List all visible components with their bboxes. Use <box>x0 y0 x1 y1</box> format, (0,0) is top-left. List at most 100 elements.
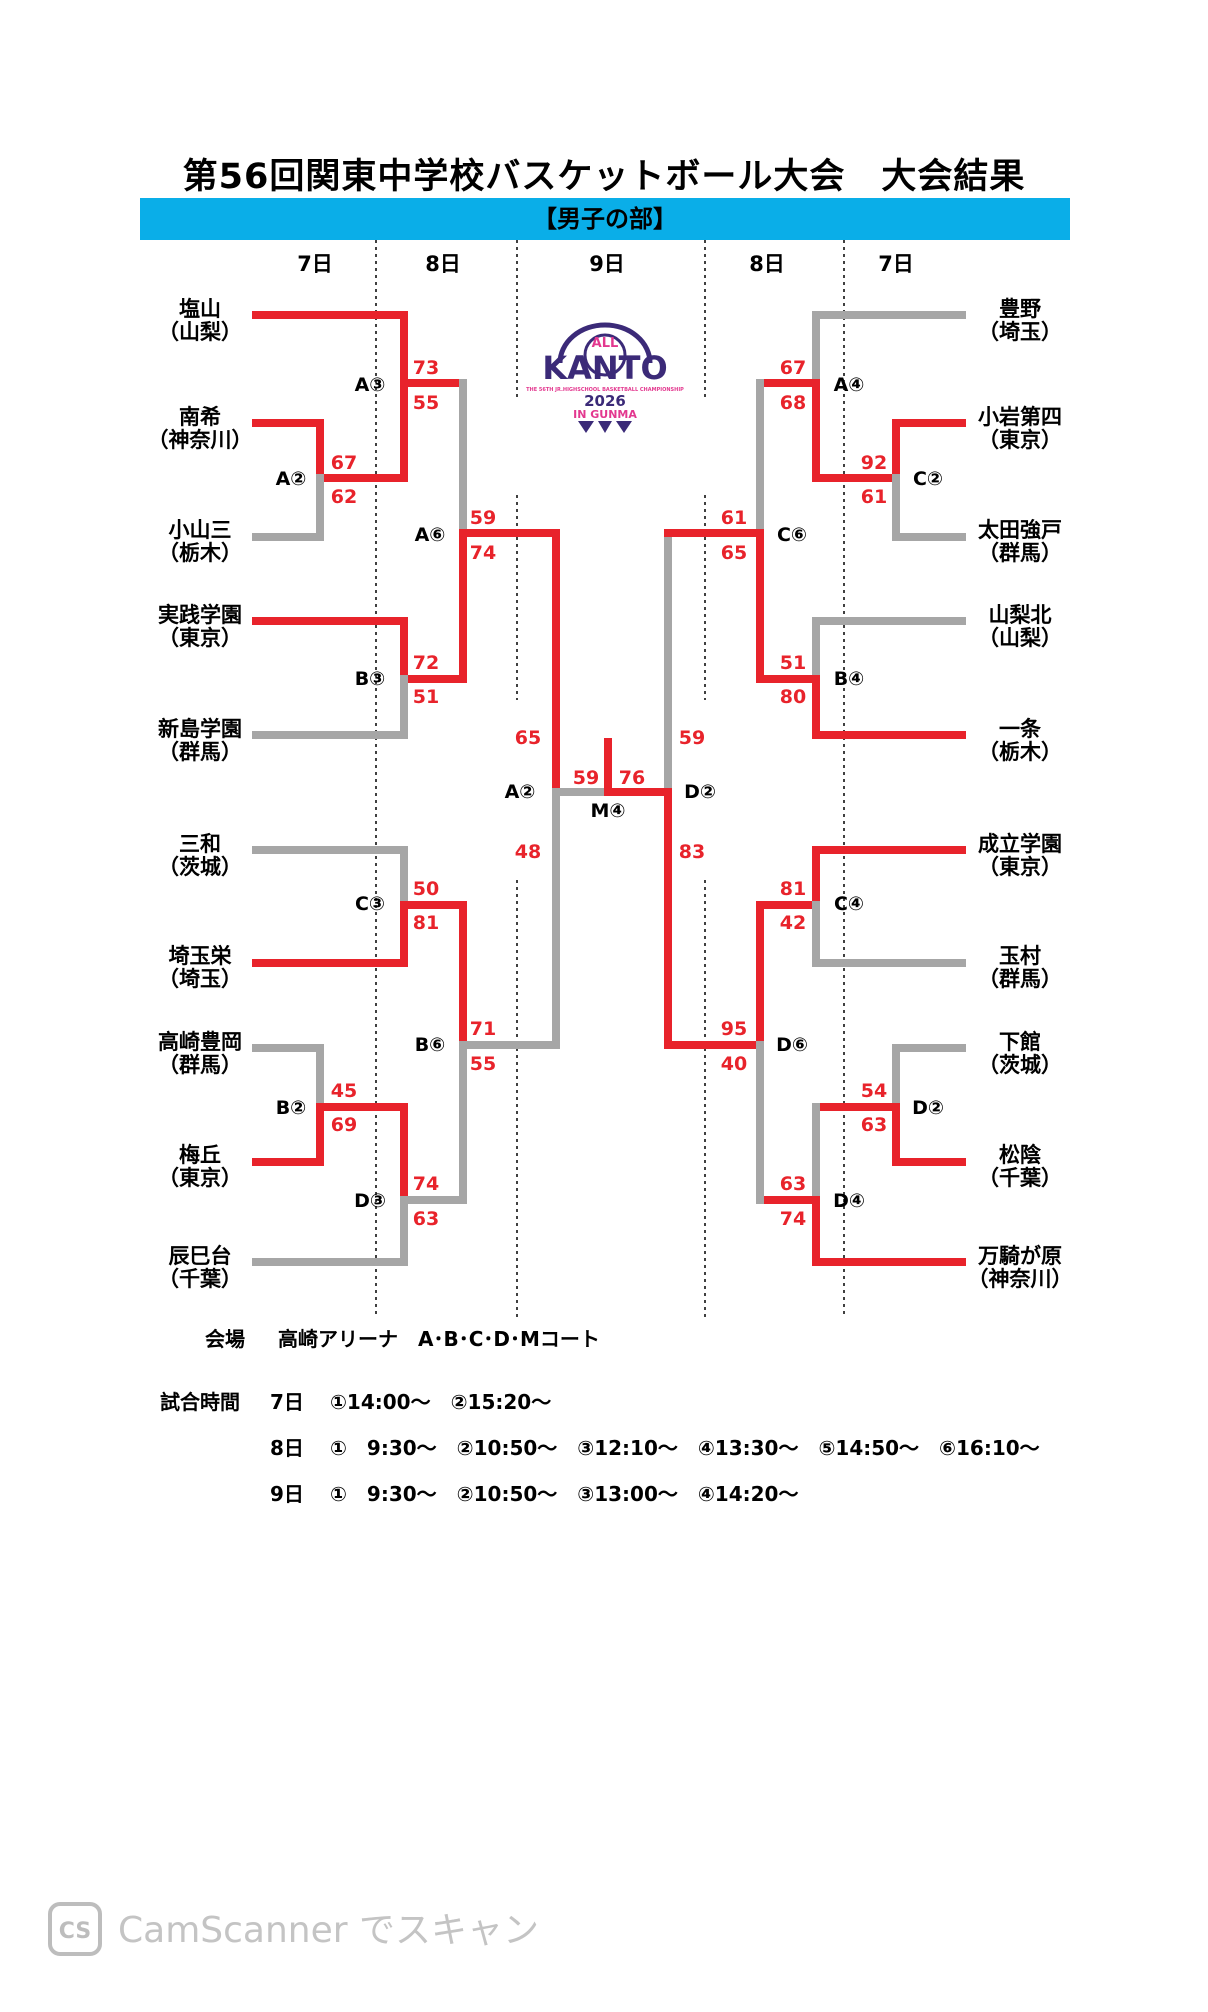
team-left-1: 塩山（山梨） <box>158 297 242 344</box>
times-row-8: ① 9:30～ ②10:50～ ③12:10～ ④13:30～ ⑤14:50～ … <box>330 1436 1040 1460</box>
team-right-10: 万騎が原（神奈川） <box>967 1244 1073 1291</box>
game-label-d3: D③ <box>354 1190 386 1212</box>
score-d4-top: 63 <box>779 1173 807 1195</box>
score-b3-top: 72 <box>412 652 440 674</box>
line-right-a4-win <box>756 379 820 482</box>
score-c6-bottom: 65 <box>720 542 748 564</box>
team-left-6: 三和（茨城） <box>158 832 242 879</box>
day-header-8-right: 8日 <box>749 252 785 276</box>
score-a4-top: 67 <box>779 357 807 379</box>
day-header-7-right: 7日 <box>878 252 914 276</box>
game-label-b3: B③ <box>354 668 386 690</box>
score-c6-top: 61 <box>720 507 748 529</box>
times-day-7: 7日 <box>270 1390 304 1414</box>
camscanner-icon: CS <box>59 1919 91 1944</box>
venue-label: 会場 <box>205 1327 245 1351</box>
team-right-5: 一条（栃木） <box>978 717 1062 764</box>
game-label-d4: D④ <box>833 1190 865 1212</box>
game-label-c2: C② <box>912 468 944 490</box>
score-a2-left-top: 67 <box>330 452 358 474</box>
times-row-9: ① 9:30～ ②10:50～ ③13:00～ ④14:20～ <box>330 1482 799 1506</box>
score-a2-semi-bottom: 48 <box>514 841 542 863</box>
team-right-3: 太田強戸（群馬） <box>978 518 1062 565</box>
team-left-5: 新島学園（群馬） <box>158 717 242 764</box>
score-d6-top: 95 <box>720 1018 748 1040</box>
score-d3-bottom: 63 <box>412 1208 440 1230</box>
line-right-ichijo <box>812 675 966 739</box>
game-label-b2: B② <box>275 1097 307 1119</box>
times-row-7: ①14:00～ ②15:20～ <box>330 1390 552 1414</box>
score-c4-top: 81 <box>779 878 807 900</box>
line-left-saitamasakae <box>252 901 467 1049</box>
line-left-sanwa <box>252 846 408 909</box>
score-a3-top: 73 <box>412 357 440 379</box>
line-right-c6b <box>756 529 820 683</box>
line-right-shoin <box>812 1103 966 1166</box>
team-right-1: 豊野（埼玉） <box>978 297 1062 344</box>
game-label-m4: M④ <box>590 800 626 822</box>
score-d4-bottom: 74 <box>779 1208 807 1230</box>
page-title: 第56回関東中学校バスケットボール大会 大会結果 <box>182 157 1026 197</box>
day-header-9: 9日 <box>589 252 625 276</box>
team-right-8: 下館（茨城） <box>978 1030 1062 1077</box>
line-right-tamamura <box>812 901 966 967</box>
score-a6-bottom: 74 <box>469 542 497 564</box>
score-b2-bottom: 69 <box>330 1114 358 1136</box>
line-right-yamanashi <box>812 617 966 683</box>
score-a6-top: 59 <box>469 507 497 529</box>
team-right-4: 山梨北（山梨） <box>978 603 1062 650</box>
score-b4-bottom: 80 <box>779 686 807 708</box>
game-label-a3: A③ <box>354 374 386 396</box>
game-label-a2-semi: A② <box>504 781 536 803</box>
score-c2-top: 92 <box>860 452 888 474</box>
score-b3-bottom: 51 <box>412 686 440 708</box>
score-d2-semi-top: 59 <box>678 727 706 749</box>
score-c4-bottom: 42 <box>779 912 807 934</box>
score-a2-semi-top: 65 <box>514 727 542 749</box>
logo-text-championship: THE 56TH JR.HIGHSCHOOL BASKETBALL CHAMPI… <box>526 387 684 393</box>
venue-text: 高崎アリーナ A･B･C･D･Mコート <box>278 1327 600 1351</box>
game-label-a2-left: A② <box>275 468 307 490</box>
score-b2-top: 45 <box>330 1080 358 1102</box>
score-a3-bottom: 55 <box>412 392 440 414</box>
score-m4-left: 59 <box>572 767 600 789</box>
day-header-8-left: 8日 <box>425 252 461 276</box>
team-right-7: 玉村（群馬） <box>978 944 1062 991</box>
team-left-8: 高崎豊岡（群馬） <box>158 1030 242 1077</box>
team-left-7: 埼玉栄（埼玉） <box>158 944 242 991</box>
game-label-d2-right: D② <box>912 1097 944 1119</box>
day-header-7-left: 7日 <box>297 252 333 276</box>
score-d2-right-bottom: 63 <box>860 1114 888 1136</box>
camscanner-watermark: CS CamScanner でスキャン <box>48 1902 539 1956</box>
line-right-semi-b <box>664 788 764 1049</box>
game-label-a6: A⑥ <box>414 524 446 546</box>
times-day-8: 8日 <box>270 1436 304 1460</box>
line-left-a6 <box>459 529 560 796</box>
line-left-d3-out <box>400 1041 467 1204</box>
game-label-c3: C③ <box>354 893 386 915</box>
logo-text-kanto: KANTO <box>542 349 667 387</box>
score-d6-bottom: 40 <box>720 1053 748 1075</box>
score-d2-semi-bottom: 83 <box>678 841 706 863</box>
all-kanto-logo: ALL KANTO THE 56TH JR.HIGHSCHOOL BASKETB… <box>526 322 684 433</box>
logo-text-all: ALL <box>592 336 619 351</box>
line-right-koiwa <box>812 419 966 482</box>
line-left-b6 <box>459 788 560 1049</box>
game-label-d6: D⑥ <box>776 1034 808 1056</box>
division-banner <box>140 198 1070 240</box>
bracket-lines <box>252 240 966 1318</box>
score-b6-top: 71 <box>469 1018 497 1040</box>
team-left-9: 梅丘（東京） <box>158 1143 242 1190</box>
logo-text-gunma: IN GUNMA <box>573 408 637 421</box>
line-right-shimodate <box>892 1044 966 1111</box>
game-label-d2-semi: D② <box>684 781 716 803</box>
line-right-toyono <box>812 311 966 387</box>
score-m4-right: 76 <box>618 767 646 789</box>
game-label-c4: C④ <box>833 893 865 915</box>
score-a4-bottom: 68 <box>779 392 807 414</box>
line-right-makigahara <box>756 1196 966 1266</box>
line-left-tatsumidai <box>252 1196 408 1266</box>
team-right-2: 小岩第四（東京） <box>978 405 1062 452</box>
game-label-b6: B⑥ <box>414 1034 446 1056</box>
team-right-6: 成立学園（東京） <box>978 832 1062 879</box>
